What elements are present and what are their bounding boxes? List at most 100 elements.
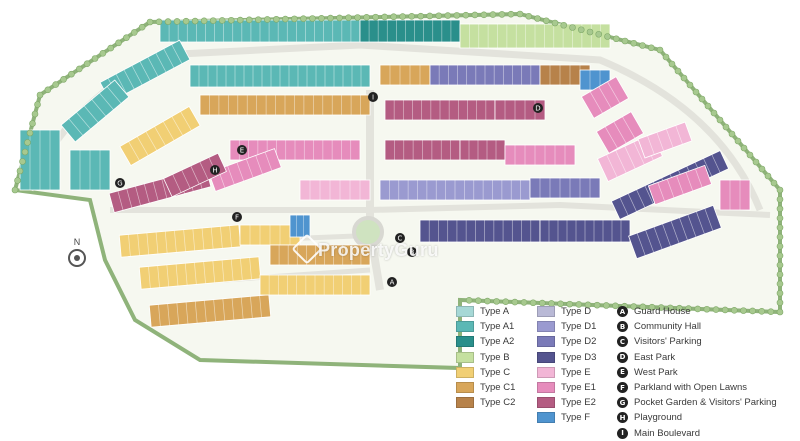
tree — [68, 70, 75, 78]
tree — [584, 301, 592, 309]
facility-marker-label: C — [398, 235, 403, 243]
tree — [692, 88, 700, 96]
house-block — [299, 179, 371, 201]
tree — [426, 12, 434, 20]
tree — [586, 28, 594, 36]
tree — [130, 29, 138, 36]
tree — [200, 17, 208, 25]
legend-item: Type A1 — [456, 319, 515, 334]
legend-swatch — [456, 397, 474, 409]
tree — [710, 109, 718, 117]
tree — [758, 165, 766, 173]
tree — [776, 243, 784, 250]
tree — [191, 17, 199, 25]
tree — [164, 18, 172, 25]
tree — [749, 307, 756, 315]
tree — [227, 16, 235, 24]
tree — [474, 297, 482, 304]
facility-badge: G — [617, 397, 628, 409]
tree — [465, 297, 473, 304]
tree — [390, 13, 397, 21]
facility-label: Pocket Garden & Visitors' Parking — [634, 397, 777, 409]
legend-item: Type A2 — [456, 334, 515, 349]
tree — [595, 30, 603, 38]
tree — [493, 298, 500, 305]
tree — [138, 23, 146, 31]
tree — [668, 60, 676, 68]
house-block — [595, 111, 645, 154]
facility-marker-icon — [387, 277, 397, 287]
tree — [758, 308, 766, 315]
tree — [776, 299, 784, 306]
legend-item: Type C2 — [456, 395, 515, 410]
facility-item: D East Park — [617, 350, 777, 365]
tree — [218, 17, 226, 24]
facility-marker-label: I — [372, 94, 374, 102]
house-block — [529, 177, 601, 199]
house-block — [494, 99, 546, 121]
tree — [99, 49, 107, 57]
tree — [569, 24, 576, 31]
watermark: PropertyGuru — [318, 240, 439, 260]
house-block — [229, 139, 361, 161]
facility-marker-label: B — [410, 249, 415, 257]
tree — [612, 35, 620, 43]
facility-item: G Pocket Garden & Visitors' Parking — [617, 395, 777, 410]
legend-item: Type C1 — [456, 380, 515, 395]
house-block — [189, 64, 371, 88]
tree — [647, 44, 655, 52]
tree — [123, 34, 130, 41]
legend-swatch — [456, 321, 474, 333]
legend-item: Type A — [456, 304, 515, 319]
legend-swatch — [537, 336, 555, 348]
tree — [146, 18, 154, 26]
legend-label: Type D1 — [561, 321, 597, 333]
tree — [363, 14, 370, 21]
tree — [602, 302, 610, 309]
tree — [734, 137, 742, 145]
house-block — [384, 99, 496, 121]
tree — [516, 10, 524, 18]
tree — [44, 86, 52, 94]
legend-label: Type E — [561, 366, 591, 378]
house-block — [69, 149, 111, 191]
tree — [639, 303, 647, 311]
tree — [16, 167, 24, 175]
legend-label: Type F — [561, 412, 591, 424]
house-block — [384, 139, 461, 161]
tree — [656, 46, 664, 54]
facility-marker-label: F — [235, 214, 239, 222]
legend-item: Type D2 — [537, 334, 596, 349]
legend-label: Type B — [480, 351, 510, 363]
tree — [740, 307, 747, 314]
legend-swatch — [537, 366, 555, 378]
tree — [507, 10, 515, 18]
facility-badge: A — [617, 306, 628, 318]
legend-swatch — [537, 412, 555, 424]
legend-label: Type C — [480, 366, 511, 378]
tree — [674, 67, 682, 75]
facility-marker-icon — [368, 92, 378, 102]
tree — [484, 297, 491, 305]
house-block — [580, 76, 630, 119]
facility-label: Playground — [634, 412, 683, 424]
tree — [770, 179, 778, 187]
legend-swatch — [456, 382, 474, 394]
facility-marker-icon — [210, 165, 220, 175]
facility-marker-icon — [407, 247, 417, 257]
facility-badge: B — [617, 321, 628, 333]
tree — [662, 53, 670, 61]
tree — [462, 11, 470, 19]
tree — [471, 11, 479, 19]
tree — [34, 101, 41, 108]
facility-label: East Park — [634, 351, 676, 363]
facility-badge: C — [617, 336, 628, 348]
legend-label: Type D3 — [561, 351, 597, 363]
legend-label: Type D2 — [561, 336, 597, 348]
facility-badge: D — [617, 351, 628, 363]
tree — [511, 298, 519, 306]
